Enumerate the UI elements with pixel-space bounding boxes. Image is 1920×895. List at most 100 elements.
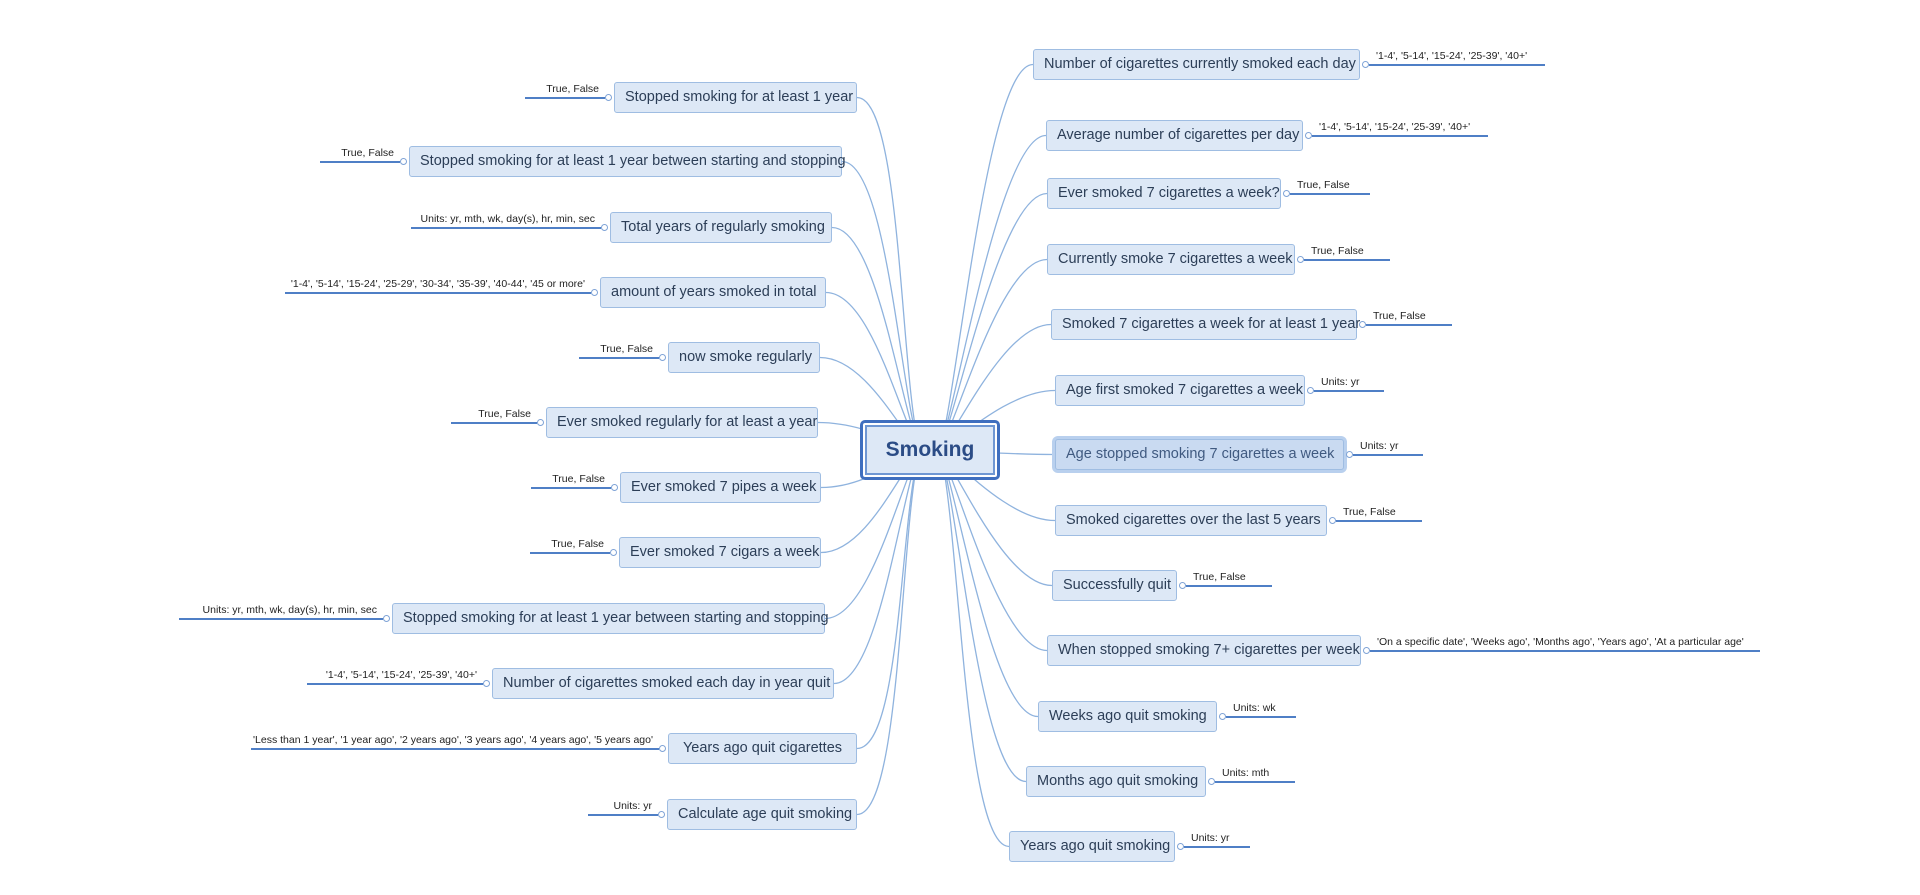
left-topic-node[interactable]: amount of years smoked in total [600, 277, 826, 308]
note-text: '1-4', '5-14', '15-24', '25-39', '40+' [1319, 120, 1471, 133]
topic-label: Stopped smoking for at least 1 year betw… [420, 153, 846, 169]
note-connector-knob [1208, 778, 1215, 785]
topic-label: Successfully quit [1063, 577, 1171, 593]
note-text: True, False [1297, 178, 1350, 191]
right-topic-node[interactable]: Months ago quit smoking [1026, 766, 1206, 797]
topic-label: Stopped smoking for at least 1 year betw… [403, 610, 829, 626]
connector-line [939, 449, 1027, 783]
note-underline [530, 551, 610, 554]
topic-label: Weeks ago quit smoking [1049, 708, 1207, 724]
note-text: Units: yr, mth, wk, day(s), hr, min, sec [420, 212, 595, 225]
note-connector-knob [537, 419, 544, 426]
right-topic-node[interactable]: Average number of cigarettes per day [1046, 120, 1303, 151]
right-topic-node[interactable]: Successfully quit [1052, 570, 1177, 601]
connector-line [939, 449, 1010, 848]
connector-line [939, 63, 1034, 451]
note-connector-knob [1177, 843, 1184, 850]
note-underline [1369, 63, 1545, 66]
left-topic-node[interactable]: Ever smoked 7 pipes a week [620, 472, 821, 503]
note-underline [320, 160, 400, 163]
topic-label: Years ago quit smoking [1020, 838, 1171, 854]
note-underline [531, 486, 611, 489]
note-underline [579, 356, 659, 359]
right-topic-node[interactable]: Ever smoked 7 cigarettes a week? [1047, 178, 1281, 209]
topic-label: Calculate age quit smoking [678, 806, 853, 822]
right-topic-node[interactable]: Smoked 7 cigarettes a week for at least … [1051, 309, 1360, 340]
note-connector-knob [611, 484, 618, 491]
topic-label: Number of cigarettes currently smoked ea… [1044, 56, 1356, 72]
note-text: Units: yr, mth, wk, day(s), hr, min, sec [202, 603, 377, 616]
note-text: True, False [1311, 244, 1364, 257]
left-topic-node[interactable]: Number of cigarettes smoked each day in … [492, 668, 834, 699]
note-text: 'On a specific date', 'Weeks ago', 'Mont… [1377, 635, 1744, 648]
note-text: True, False [1193, 570, 1246, 583]
note-connector-knob [1346, 451, 1353, 458]
left-topic-node[interactable]: Calculate age quit smoking [667, 799, 857, 830]
note-underline [251, 747, 659, 750]
connector-line [831, 226, 921, 451]
note-underline [1314, 389, 1384, 392]
note-underline [1366, 323, 1452, 326]
topic-label: Ever smoked regularly for at least a yea… [557, 414, 818, 430]
topic-label: amount of years smoked in total [611, 284, 817, 300]
note-underline [1370, 649, 1760, 652]
left-topic-node[interactable]: Ever smoked regularly for at least a yea… [546, 407, 818, 438]
note-underline [1304, 258, 1390, 261]
right-topic-node[interactable]: Weeks ago quit smoking [1038, 701, 1217, 732]
note-underline [1186, 584, 1272, 587]
connector-line [939, 449, 1039, 718]
left-topic-node[interactable]: Total years of regularly smoking [610, 212, 832, 243]
note-connector-knob [605, 94, 612, 101]
topic-label: When stopped smoking 7+ cigarettes per w… [1058, 642, 1360, 658]
note-underline [1353, 453, 1423, 456]
left-topic-node[interactable]: Stopped smoking for at least 1 year [614, 82, 857, 113]
note-text: Units: yr [1360, 439, 1399, 452]
note-text: True, False [1373, 309, 1426, 322]
note-text: True, False [552, 472, 605, 485]
right-topic-node[interactable]: Smoked cigarettes over the last 5 years [1055, 505, 1327, 536]
topic-label: Stopped smoking for at least 1 year [625, 89, 854, 105]
central-topic-label: Smoking [885, 438, 975, 461]
note-underline [1290, 192, 1370, 195]
note-connector-knob [601, 224, 608, 231]
right-topic-node[interactable]: Years ago quit smoking [1009, 831, 1175, 862]
note-text: '1-4', '5-14', '15-24', '25-39', '40+' [1376, 49, 1528, 62]
note-connector-knob [1363, 647, 1370, 654]
topic-label: now smoke regularly [679, 349, 812, 365]
topic-label: Ever smoked 7 cigars a week [630, 544, 820, 560]
right-topic-node[interactable]: Number of cigarettes currently smoked ea… [1033, 49, 1360, 80]
note-connector-knob [1362, 61, 1369, 68]
left-topic-node[interactable]: now smoke regularly [668, 342, 820, 373]
right-topic-node[interactable]: Age stopped smoking 7 cigarettes a week [1055, 439, 1344, 470]
note-text: True, False [1343, 505, 1396, 518]
topic-label: Age stopped smoking 7 cigarettes a week [1066, 446, 1335, 462]
right-topic-node[interactable]: When stopped smoking 7+ cigarettes per w… [1047, 635, 1361, 666]
note-underline [179, 617, 383, 620]
central-topic[interactable]: Smoking [860, 420, 1000, 480]
left-topic-node[interactable]: Years ago quit cigarettes [668, 733, 857, 764]
topic-label: Number of cigarettes smoked each day in … [503, 675, 831, 691]
right-topic-node[interactable]: Currently smoke 7 cigarettes a week [1047, 244, 1295, 275]
note-text: Units: yr [1191, 831, 1230, 844]
left-topic-node[interactable]: Stopped smoking for at least 1 year betw… [409, 146, 846, 177]
note-underline [1215, 780, 1295, 783]
topic-label: Age first smoked 7 cigarettes a week [1066, 382, 1303, 398]
note-text: '1-4', '5-14', '15-24', '25-29', '30-34'… [290, 277, 585, 290]
note-text: Units: yr [613, 799, 652, 812]
connector-line [939, 134, 1047, 451]
note-text: True, False [600, 342, 653, 355]
topic-label: Currently smoke 7 cigarettes a week [1058, 251, 1293, 267]
topic-label: Ever smoked 7 pipes a week [631, 479, 817, 495]
note-underline [1226, 715, 1296, 718]
note-underline [285, 291, 591, 294]
note-connector-knob [1179, 582, 1186, 589]
note-connector-knob [383, 615, 390, 622]
left-topic-node[interactable]: Stopped smoking for at least 1 year betw… [392, 603, 829, 634]
note-text: True, False [478, 407, 531, 420]
note-underline [1336, 519, 1422, 522]
left-topic-node[interactable]: Ever smoked 7 cigars a week [619, 537, 821, 568]
note-connector-knob [483, 680, 490, 687]
note-connector-knob [1219, 713, 1226, 720]
right-topic-node[interactable]: Age first smoked 7 cigarettes a week [1055, 375, 1305, 406]
